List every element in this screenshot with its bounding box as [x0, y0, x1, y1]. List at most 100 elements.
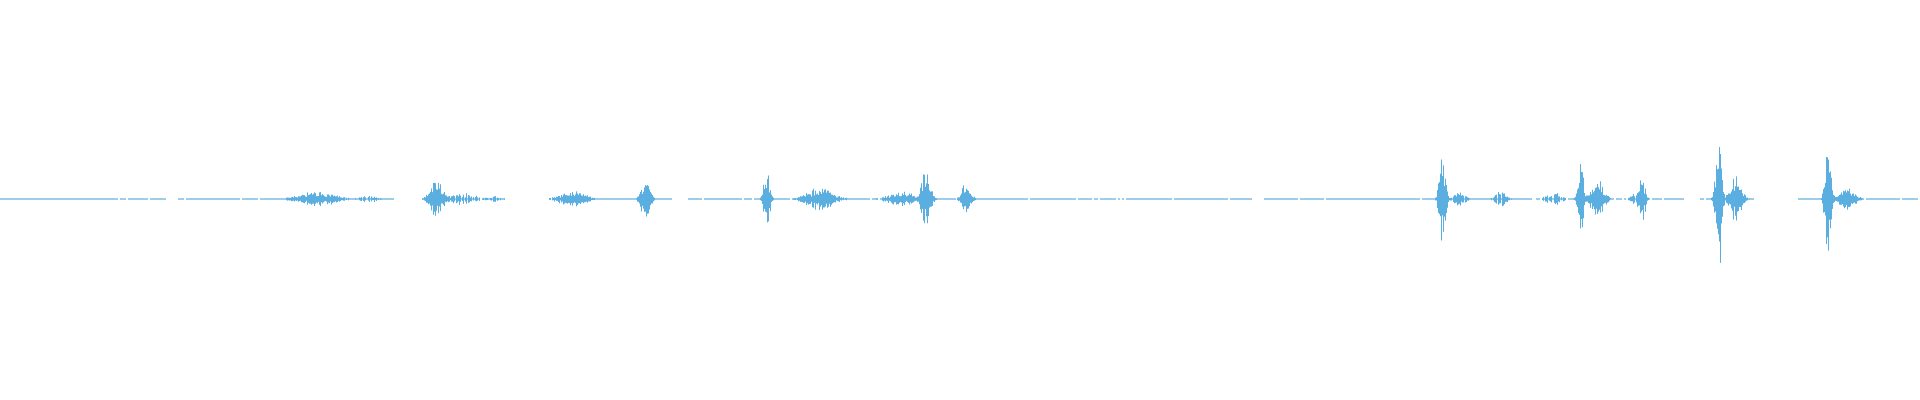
waveform-baseline-segment	[1246, 198, 1248, 200]
waveform-baseline-segment	[954, 198, 956, 200]
waveform-baseline-segment	[988, 198, 990, 200]
waveform-baseline-segment	[186, 198, 188, 200]
waveform-baseline-segment	[132, 198, 134, 200]
waveform-baseline-segment	[1024, 198, 1026, 200]
waveform-baseline-segment	[1612, 198, 1614, 200]
waveform-baseline-segment	[268, 198, 270, 200]
waveform-baseline-segment	[1250, 198, 1252, 200]
waveform-baseline-segment	[236, 198, 238, 200]
waveform-baseline-segment	[1082, 198, 1084, 200]
waveform-baseline-segment	[1220, 198, 1222, 200]
waveform-baseline-segment	[1522, 198, 1524, 200]
waveform-burst	[490, 196, 505, 202]
waveform-baseline-segment	[1090, 198, 1092, 200]
waveform-baseline-segment	[1882, 198, 1884, 200]
waveform-baseline-segment	[1102, 198, 1104, 200]
waveform-baseline-segment	[1340, 198, 1342, 200]
waveform-baseline-segment	[1350, 198, 1352, 200]
waveform-baseline-segment	[1290, 198, 1292, 200]
waveform-baseline-segment	[1142, 198, 1144, 200]
waveform-baseline-segment	[246, 198, 248, 200]
waveform-baseline-segment	[94, 198, 96, 200]
waveform-baseline-segment	[1470, 198, 1472, 200]
waveform-baseline-segment	[110, 198, 112, 200]
waveform-baseline-segment	[146, 198, 148, 200]
waveform-baseline-segment	[1382, 198, 1384, 200]
waveform-baseline-segment	[1812, 198, 1814, 200]
waveform-baseline-segment	[100, 198, 102, 200]
waveform-baseline-segment	[252, 198, 254, 200]
waveform-baseline-segment	[1526, 198, 1528, 200]
waveform-baseline-segment	[618, 198, 620, 200]
waveform-baseline-segment	[734, 198, 736, 200]
waveform-baseline-segment	[1432, 198, 1434, 200]
waveform-baseline-segment	[1708, 198, 1710, 200]
waveform-baseline-segment	[182, 198, 184, 200]
waveform-baseline-segment	[16, 198, 18, 200]
waveform-baseline-segment	[42, 198, 44, 200]
waveform-baseline-segment	[1348, 198, 1350, 200]
waveform-baseline-segment	[1042, 198, 1044, 200]
waveform-baseline-segment	[1552, 198, 1554, 200]
waveform-baseline-segment	[1106, 198, 1108, 200]
waveform-baseline-segment	[160, 198, 162, 200]
waveform-baseline-segment	[724, 198, 726, 200]
waveform-burst	[286, 192, 349, 207]
waveform-baseline-segment	[20, 198, 22, 200]
waveform-baseline-segment	[144, 198, 146, 200]
waveform-baseline-segment	[610, 198, 612, 200]
waveform-baseline-segment	[1300, 198, 1302, 200]
waveform-baseline-segment	[710, 198, 712, 200]
waveform-baseline-segment	[56, 198, 58, 200]
waveform-baseline-segment	[1530, 198, 1532, 200]
waveform-baseline-segment	[696, 198, 698, 200]
waveform-baseline-segment	[272, 198, 274, 200]
waveform-burst	[636, 185, 655, 217]
waveform-burst	[422, 182, 449, 216]
waveform-baseline-segment	[1332, 198, 1334, 200]
waveform-baseline-segment	[1376, 198, 1378, 200]
waveform-baseline-segment	[694, 198, 696, 200]
waveform-baseline-segment	[1304, 198, 1306, 200]
waveform-baseline-segment	[1156, 198, 1158, 200]
waveform-burst	[1711, 147, 1726, 263]
waveform-baseline-segment	[1482, 198, 1484, 200]
waveform-baseline-segment	[1802, 198, 1804, 200]
waveform-baseline-segment	[1204, 198, 1206, 200]
waveform-baseline-segment	[1430, 198, 1432, 200]
waveform-baseline-segment	[14, 198, 16, 200]
waveform-baseline-segment	[1050, 198, 1052, 200]
waveform-baseline-segment	[754, 198, 756, 200]
waveform-baseline-segment	[64, 198, 66, 200]
waveform-baseline-segment	[788, 198, 790, 200]
waveform-baseline-segment	[1048, 198, 1050, 200]
waveform-baseline-segment	[104, 198, 106, 200]
waveform-baseline-segment	[1818, 198, 1820, 200]
waveform-baseline-segment	[1334, 198, 1336, 200]
waveform-baseline-segment	[1186, 198, 1188, 200]
waveform-baseline-segment	[198, 198, 200, 200]
waveform-baseline-segment	[1214, 198, 1216, 200]
waveform-baseline-segment	[206, 198, 208, 200]
waveform-baseline-segment	[1408, 198, 1410, 200]
waveform-baseline-segment	[1176, 198, 1178, 200]
waveform-baseline-segment	[748, 198, 750, 200]
waveform-baseline-segment	[1264, 198, 1266, 200]
waveform-baseline-segment	[1484, 198, 1486, 200]
waveform-baseline-segment	[1352, 198, 1354, 200]
waveform-baseline-segment	[1868, 198, 1870, 200]
waveform-baseline-segment	[1538, 198, 1540, 200]
waveform-baseline-segment	[136, 198, 138, 200]
waveform-baseline-segment	[1890, 198, 1892, 200]
waveform-baseline-segment	[1130, 198, 1132, 200]
waveform-baseline-segment	[1898, 198, 1900, 200]
waveform-baseline-segment	[1146, 198, 1148, 200]
waveform-baseline-segment	[218, 198, 220, 200]
waveform-baseline-segment	[1248, 198, 1250, 200]
waveform-bursts	[286, 147, 1863, 263]
waveform-baseline-segment	[384, 198, 386, 200]
waveform-baseline-segment	[850, 198, 852, 200]
waveform-baseline-segment	[1870, 198, 1872, 200]
waveform-burst	[1542, 193, 1566, 205]
waveform-baseline-segment	[704, 198, 706, 200]
